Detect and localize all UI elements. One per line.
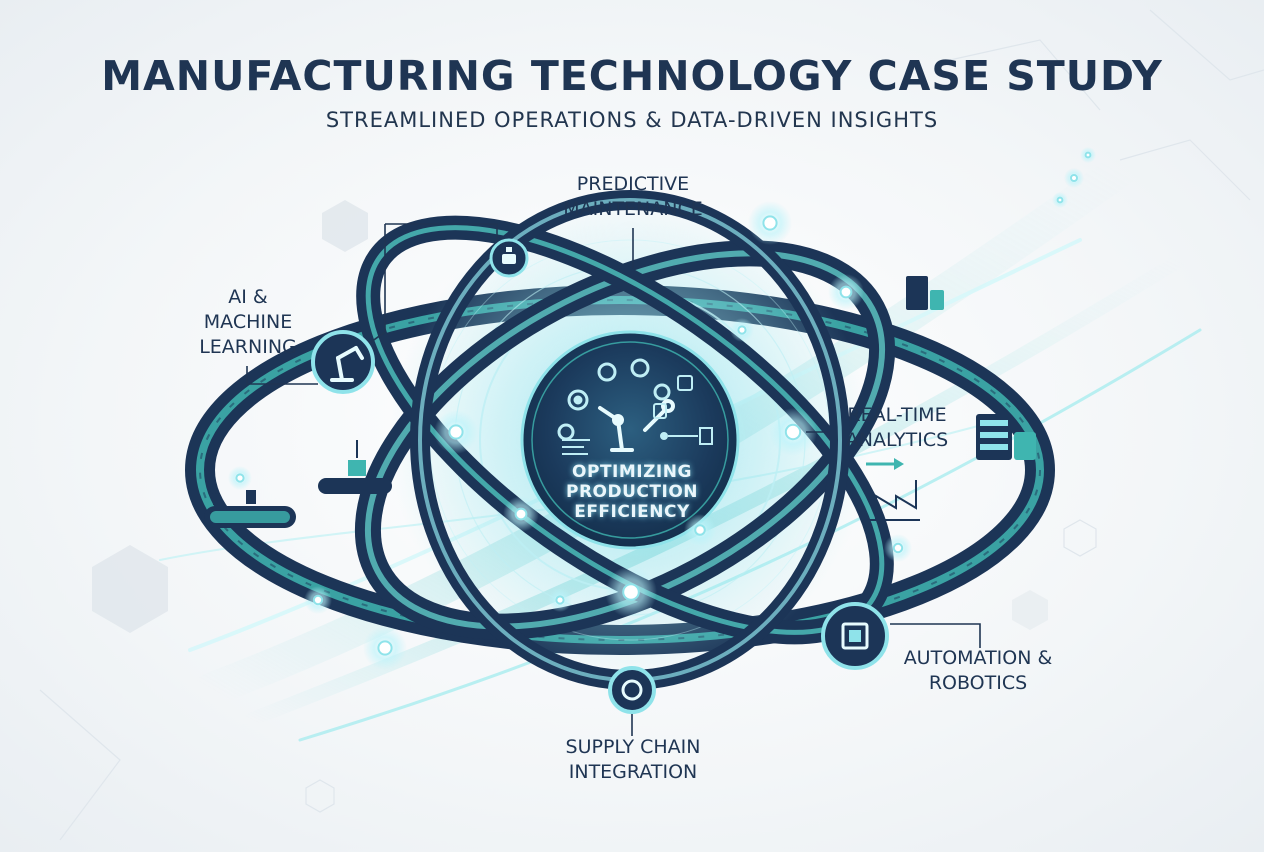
orbit-dot [622, 583, 640, 601]
connector-automation [890, 623, 981, 648]
orbit-dot [694, 524, 706, 536]
label-automation-robotics: AUTOMATION & ROBOTICS [903, 647, 1053, 694]
robot-arm-icon [330, 346, 364, 382]
document-icon [562, 427, 713, 455]
target-ring-icon [621, 679, 643, 701]
label-ai-machine-learning: AI & MACHINE LEARNING [199, 286, 297, 358]
orbit-dot [235, 473, 245, 483]
orbit-dot [839, 285, 853, 299]
conveyor-icon [204, 478, 296, 528]
arrow-icon [866, 458, 904, 470]
robot-arm-icon [598, 406, 634, 452]
hexagon-shape [92, 545, 168, 633]
orbit-dot [377, 640, 393, 656]
orbit-dot [1056, 196, 1064, 204]
orbit-ring-tilted-b [356, 215, 894, 645]
page-subtitle: STREAMLINED OPERATIONS & DATA-DRIVEN INS… [325, 108, 939, 132]
background-network-lines [39, 9, 1264, 841]
orbit-ring-tilted-a [354, 240, 896, 640]
orbit-dot [514, 507, 528, 521]
label-predictive-maintenance: PREDICTIVE MAINTENANCE [563, 173, 703, 220]
conveyor-small-icon [318, 440, 392, 494]
orbit-dot [555, 595, 565, 605]
wrench-icon [643, 399, 675, 432]
orbit-dot [1084, 151, 1092, 159]
node-automation-robotics[interactable] [821, 602, 889, 670]
connector-ai [385, 223, 498, 240]
node-ai-machine-learning[interactable] [311, 330, 375, 394]
node-predictive-maintenance[interactable] [489, 238, 529, 278]
orbit-dot [1070, 174, 1078, 182]
node-supply-chain[interactable] [608, 666, 656, 714]
building-icon [906, 276, 944, 310]
orbit-dots [228, 147, 1096, 670]
orbit-dot [892, 542, 904, 554]
orbit-dot [762, 215, 778, 231]
orbit-dot [312, 594, 324, 606]
page-title: MANUFACTURING TECHNOLOGY CASE STUDY [101, 52, 1163, 100]
orbit-dot [784, 423, 802, 441]
server-rack-icon [976, 414, 1036, 460]
factory-icon [870, 480, 920, 521]
connector-ai-label [246, 366, 318, 385]
hub [520, 330, 740, 550]
chip-icon [653, 375, 693, 419]
hub-title: OPTIMIZING PRODUCTION EFFICIENCY [566, 462, 698, 522]
orbit-dot [737, 325, 747, 335]
chip-icon [841, 622, 869, 650]
label-supply-chain-integration: SUPPLY CHAIN INTEGRATION [565, 736, 701, 783]
robot-head-icon [502, 247, 516, 264]
hexagon-shape [1012, 590, 1048, 630]
orbit-dot [448, 424, 464, 440]
hexagon-shape [322, 200, 368, 252]
label-real-time-analytics: REAL-TIME ANALYTICS [845, 404, 949, 451]
background-hexagons [92, 200, 1048, 633]
